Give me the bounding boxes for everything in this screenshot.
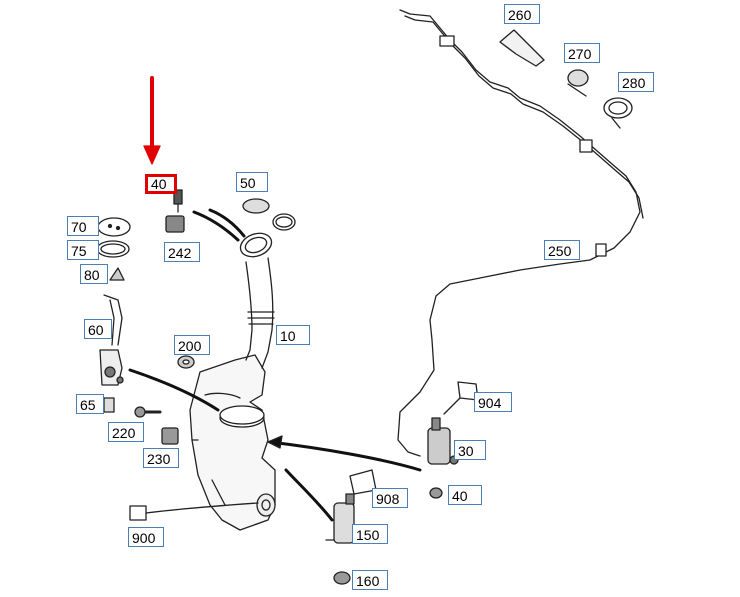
part-label-250: 250	[544, 240, 580, 260]
part-label-70: 70	[67, 216, 99, 236]
clips-270-280	[567, 69, 633, 129]
part-label-50: 50	[236, 172, 268, 192]
bolt-220-nut-230	[134, 406, 179, 445]
part-label-60: 60	[84, 319, 112, 339]
part-label-220: 220	[108, 422, 144, 442]
part-label-10: 10	[276, 325, 310, 345]
plug-900	[129, 502, 259, 521]
pin-80	[109, 267, 125, 281]
seals-70-75	[96, 217, 131, 258]
part-label-40-highlighted: 40	[145, 174, 177, 194]
highlight-arrow	[143, 76, 161, 165]
part-label-200: 200	[174, 335, 210, 355]
pump-150-parts	[284, 468, 377, 585]
part-label-160: 160	[352, 570, 388, 590]
bracket-260	[499, 29, 545, 67]
part-label-150: 150	[352, 524, 388, 544]
cap-50-parts	[208, 198, 296, 238]
part-label-75: 75	[67, 240, 99, 260]
wiring-harness-250	[397, 9, 644, 457]
washer-reservoir	[189, 354, 276, 531]
part-label-260: 260	[504, 4, 540, 24]
level-sensor-parts	[165, 189, 240, 242]
part-label-65: 65	[76, 394, 104, 414]
part-label-30: 30	[454, 440, 486, 460]
part-label-900: 900	[128, 527, 164, 547]
grommet-200	[177, 355, 195, 369]
hose-60	[99, 294, 220, 412]
clip-65	[103, 397, 115, 413]
part-label-40: 40	[448, 485, 482, 505]
part-label-280: 280	[618, 72, 654, 92]
part-label-242: 242	[164, 242, 200, 262]
part-label-908: 908	[372, 488, 408, 508]
part-label-904: 904	[474, 392, 512, 412]
part-label-270: 270	[564, 43, 600, 63]
part-label-80: 80	[80, 264, 108, 284]
filler-neck	[239, 232, 275, 369]
part-label-230: 230	[143, 448, 179, 468]
